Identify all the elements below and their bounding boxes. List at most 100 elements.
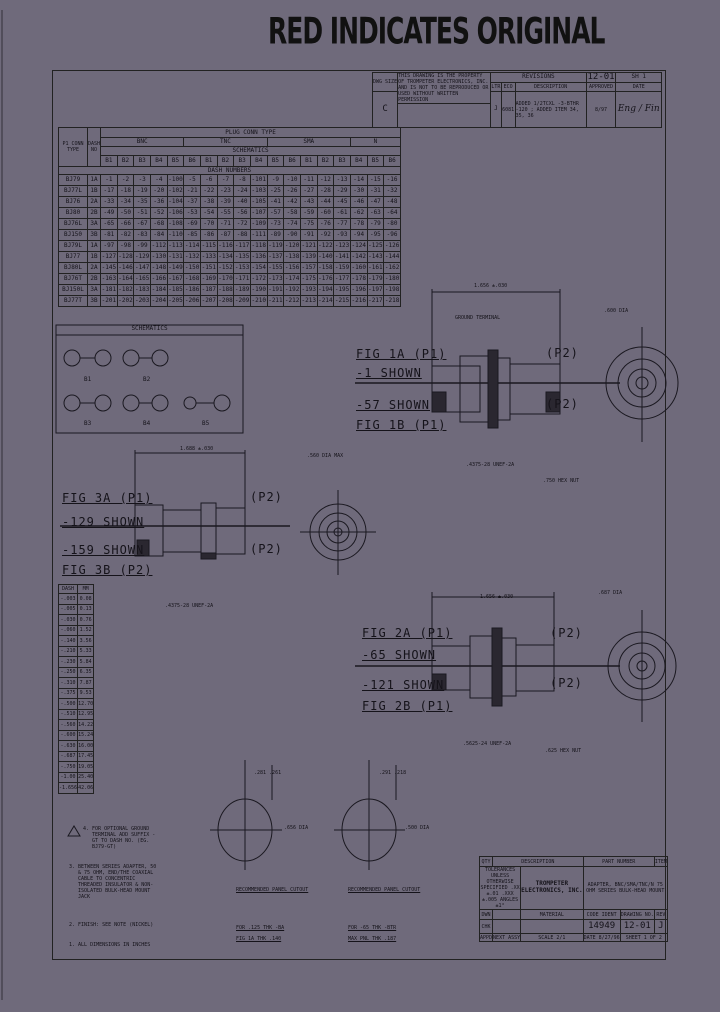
dash-len-mm: 3.56	[77, 635, 95, 647]
tb-qty: QTY	[478, 856, 494, 867]
dash-cell: -19	[133, 185, 152, 197]
row-fig-no: 3A	[86, 284, 102, 296]
dash-cell: -184	[150, 284, 168, 296]
dash-cell: -62	[349, 207, 368, 219]
dash-len-mm: 0.76	[77, 614, 95, 626]
dash-cell: -30	[349, 185, 368, 197]
dash-cell: -123	[333, 240, 351, 252]
dash-len-mm: 9.53	[77, 687, 95, 699]
fig3-p2-bottom: (P2)	[250, 542, 283, 556]
tb-material: MATERIAL	[520, 909, 584, 920]
dash-cell: -2	[116, 174, 135, 186]
rev-header-date: DATE	[615, 82, 662, 92]
dash-len-dash: -.750	[57, 761, 79, 773]
dash-cell: -63	[366, 207, 385, 219]
schematic-fig-6: B1	[199, 155, 218, 167]
schematic-label-b2: B2	[143, 376, 151, 383]
dash-cell: -70	[199, 218, 218, 230]
plug-group-3: N	[349, 137, 402, 147]
fig3-thread: .4375-28 UNEF-2A	[165, 603, 214, 609]
dash-len-dash: -.003	[57, 593, 79, 605]
dash-cell: -130	[150, 251, 168, 263]
dash-cell: -111	[249, 229, 268, 241]
schematic-fig-5: B6	[183, 155, 201, 167]
dash-cell: -110	[166, 229, 185, 241]
dash-len-dash: -1.00	[57, 771, 79, 783]
row-fig-no: 2A	[86, 262, 102, 274]
dash-cell: -167	[166, 273, 185, 285]
tb-title: ADAPTER, BNC/SMA/TNC/N 75 OHM SERIES BUL…	[582, 866, 668, 910]
dash-cell: -73	[266, 218, 285, 230]
dash-cell: -124	[349, 240, 368, 252]
dash-len-mm: 42.06	[77, 782, 95, 794]
dash-len-dash: -.630	[57, 740, 79, 752]
tb-date: DATE 8/27/96	[582, 933, 621, 942]
dwg-size-label: DWG SIZE	[371, 72, 399, 92]
dash-cell: -61	[333, 207, 351, 219]
dash-cell: -39	[216, 196, 235, 208]
dash-cell: -99	[133, 240, 152, 252]
dash-len-dash: -.250	[57, 666, 79, 678]
dash-cell: -11	[299, 174, 318, 186]
dash-cell: -129	[133, 251, 152, 263]
schematic-fig-1: B2	[116, 155, 135, 167]
fig2-p2-bottom: (P2)	[550, 676, 583, 690]
plug-conn-type-header: PLUG CONN TYPE	[100, 127, 401, 138]
dash-cell: -170	[216, 273, 235, 285]
fig3-end-view	[300, 490, 376, 575]
dash-len-mm: 17.45	[77, 750, 95, 762]
dash-cell: -26	[283, 185, 301, 197]
dash-cell: -193	[299, 284, 318, 296]
tb-dwn: DWN	[478, 909, 494, 920]
dash-len-dash: -.510	[57, 708, 79, 720]
notes-block: 4.FOR OPTIONAL GROUND TERMINAL ADD SUFFI…	[69, 826, 159, 948]
fig1-1a-label: FIG 1A (P1)	[356, 347, 447, 361]
fig1-1b-label: FIG 1B (P1)	[356, 418, 447, 432]
dash-cell: -52	[150, 207, 168, 219]
dash-len-dash: -.060	[57, 624, 79, 636]
dash-cell: -203	[133, 295, 152, 307]
dash-cell: -134	[216, 251, 235, 263]
dash-cell: -18	[116, 185, 135, 197]
dash-cell: -71	[216, 218, 235, 230]
dash-cell: -211	[266, 295, 285, 307]
dash-cell: -12	[316, 174, 335, 186]
dash-cell: -49	[100, 207, 118, 219]
fig3-diameter: .560 DIA MAX	[307, 453, 344, 459]
dash-cell: -56	[233, 207, 251, 219]
dash-cell: -209	[233, 295, 251, 307]
dash-len-mm: 12.70	[77, 698, 95, 710]
rev-header-eco: ECO	[500, 82, 516, 92]
dash-cell: -180	[383, 273, 401, 285]
row-conn-type: BJ76L	[58, 218, 88, 230]
dash-len-mm: 14.22	[77, 719, 95, 731]
dash-cell: -141	[333, 251, 351, 263]
dash-cell: -159	[333, 262, 351, 274]
dash-cell: -191	[266, 284, 285, 296]
dash-cell: -3	[133, 174, 152, 186]
dash-cell: -93	[333, 229, 351, 241]
schematic-fig-15: B4	[349, 155, 368, 167]
dash-cell: -153	[233, 262, 251, 274]
dash-cell: -122	[316, 240, 335, 252]
dash-len-mm: 5.84	[77, 656, 95, 668]
dash-cell: -198	[383, 284, 401, 296]
dash-len-dash: -1.656	[57, 782, 79, 794]
dash-cell: -51	[133, 207, 152, 219]
dash-cell: -126	[383, 240, 401, 252]
cutout-right-line2: MAX PNL THK .187	[348, 936, 397, 942]
dash-cell: -127	[100, 251, 118, 263]
dash-cell: -23	[216, 185, 235, 197]
cutout-left-dia: .656 DIA	[284, 825, 309, 831]
dash-cell: -214	[316, 295, 335, 307]
dash-cell: -108	[166, 218, 185, 230]
row-conn-type: BJ77T	[58, 295, 88, 307]
dash-cell: -185	[166, 284, 185, 296]
